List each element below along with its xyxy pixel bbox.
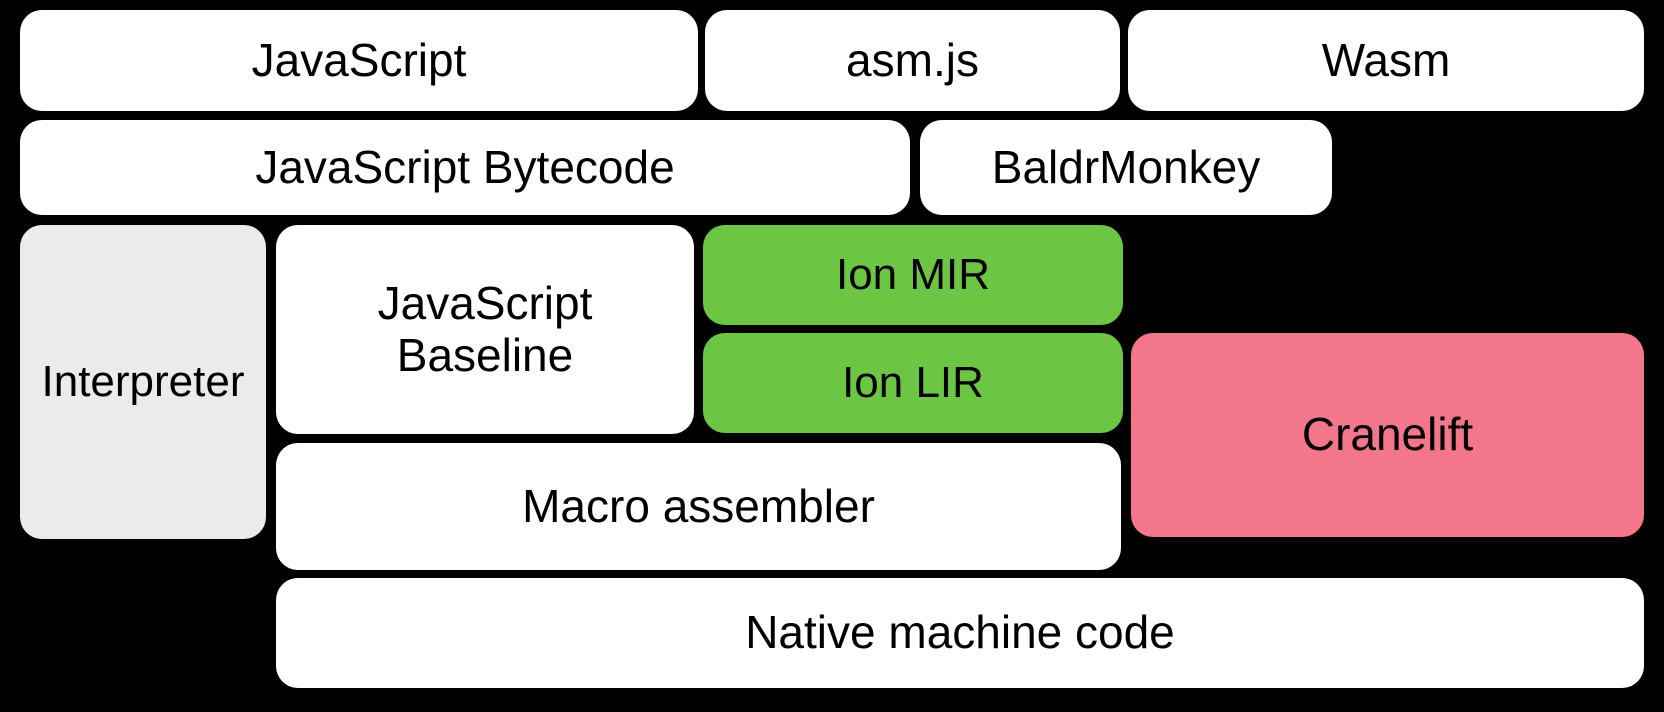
node-label-wasm: Wasm [1321, 33, 1451, 86]
node-label-javascript-bytecode: JavaScript Bytecode [255, 140, 675, 193]
node-native-machine-code: Native machine code [276, 578, 1644, 688]
node-label-javascript: JavaScript [251, 33, 467, 86]
node-label-macro-assembler: Macro assembler [522, 479, 875, 532]
node-label-ion-mir: Ion MIR [835, 250, 991, 300]
node-cranelift: Cranelift [1131, 333, 1644, 537]
node-label-interpreter: Interpreter [41, 357, 245, 407]
node-ion-mir: Ion MIR [703, 225, 1123, 325]
node-label-native-machine-code: Native machine code [745, 606, 1175, 659]
node-baldrmonkey: BaldrMonkey [920, 120, 1332, 215]
node-asmjs: asm.js [705, 10, 1120, 111]
node-macro-assembler: Macro assembler [276, 443, 1121, 570]
node-label-asmjs: asm.js [846, 33, 979, 86]
node-ion-lir: Ion LIR [703, 333, 1123, 433]
node-label-ion-lir: Ion LIR [842, 358, 984, 408]
node-label-javascript-baseline: JavaScript Baseline [377, 276, 593, 381]
node-interpreter: Interpreter [20, 225, 266, 539]
node-javascript: JavaScript [20, 10, 698, 111]
node-label-cranelift: Cranelift [1301, 408, 1474, 461]
node-javascript-bytecode: JavaScript Bytecode [20, 120, 910, 215]
node-javascript-baseline: JavaScript Baseline [276, 225, 694, 434]
node-label-baldrmonkey: BaldrMonkey [991, 140, 1261, 193]
node-wasm: Wasm [1128, 10, 1644, 111]
